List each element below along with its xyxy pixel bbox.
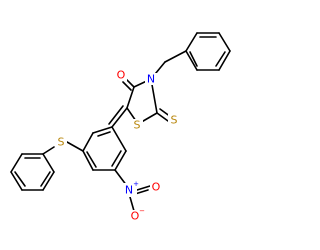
atom-layer: O N S S S N + O O − xyxy=(55,69,180,223)
sulfur-atom-label: S xyxy=(134,119,141,132)
bond xyxy=(164,50,187,63)
nitrogen-atom-label: N xyxy=(125,184,133,197)
oxygen-atom-label: O xyxy=(152,181,161,194)
atom-background xyxy=(115,69,127,81)
bond xyxy=(111,107,128,128)
oxygen-atom-label: O xyxy=(131,210,140,223)
bond xyxy=(92,126,113,134)
bond xyxy=(218,32,231,52)
bond xyxy=(111,126,127,152)
atom-background xyxy=(145,73,157,85)
bond xyxy=(114,150,127,171)
bond xyxy=(156,112,169,122)
sulfur-atom-label: S xyxy=(171,114,178,127)
bond xyxy=(125,78,135,88)
positive-charge-label: + xyxy=(133,180,139,188)
atom-background xyxy=(150,181,162,193)
molecule-diagram: O N S S S N + O O − xyxy=(10,32,231,223)
negative-charge-label: − xyxy=(139,207,145,215)
atom-background xyxy=(123,183,137,197)
bond xyxy=(42,171,55,191)
bond xyxy=(108,105,124,125)
atom-background xyxy=(168,114,180,126)
atom-background xyxy=(131,119,143,131)
bond xyxy=(185,50,198,71)
bond xyxy=(111,150,122,167)
bond xyxy=(42,153,55,173)
bond xyxy=(82,150,94,171)
bond xyxy=(66,141,84,152)
bond xyxy=(10,153,23,173)
bond xyxy=(14,171,26,187)
bond xyxy=(97,131,111,137)
bond xyxy=(185,32,198,52)
bond xyxy=(10,171,23,191)
bond-layer xyxy=(10,32,231,212)
structure-canvas: O N S S S N + O O − xyxy=(10,32,231,223)
bond xyxy=(82,132,94,152)
oxygen-atom-label: O xyxy=(117,69,126,82)
bond xyxy=(189,51,198,67)
bond xyxy=(218,50,231,71)
atom-background xyxy=(55,136,67,148)
bond xyxy=(134,189,149,195)
bond xyxy=(40,171,51,187)
bond xyxy=(129,196,135,212)
bond xyxy=(42,146,55,155)
nitrogen-atom-label: N xyxy=(147,73,155,86)
bond xyxy=(136,185,151,191)
atom-background xyxy=(129,210,141,222)
bond xyxy=(86,151,97,168)
bond xyxy=(126,86,135,109)
bond xyxy=(122,81,132,91)
sulfur-atom-label: S xyxy=(58,136,65,149)
bond xyxy=(215,51,226,67)
